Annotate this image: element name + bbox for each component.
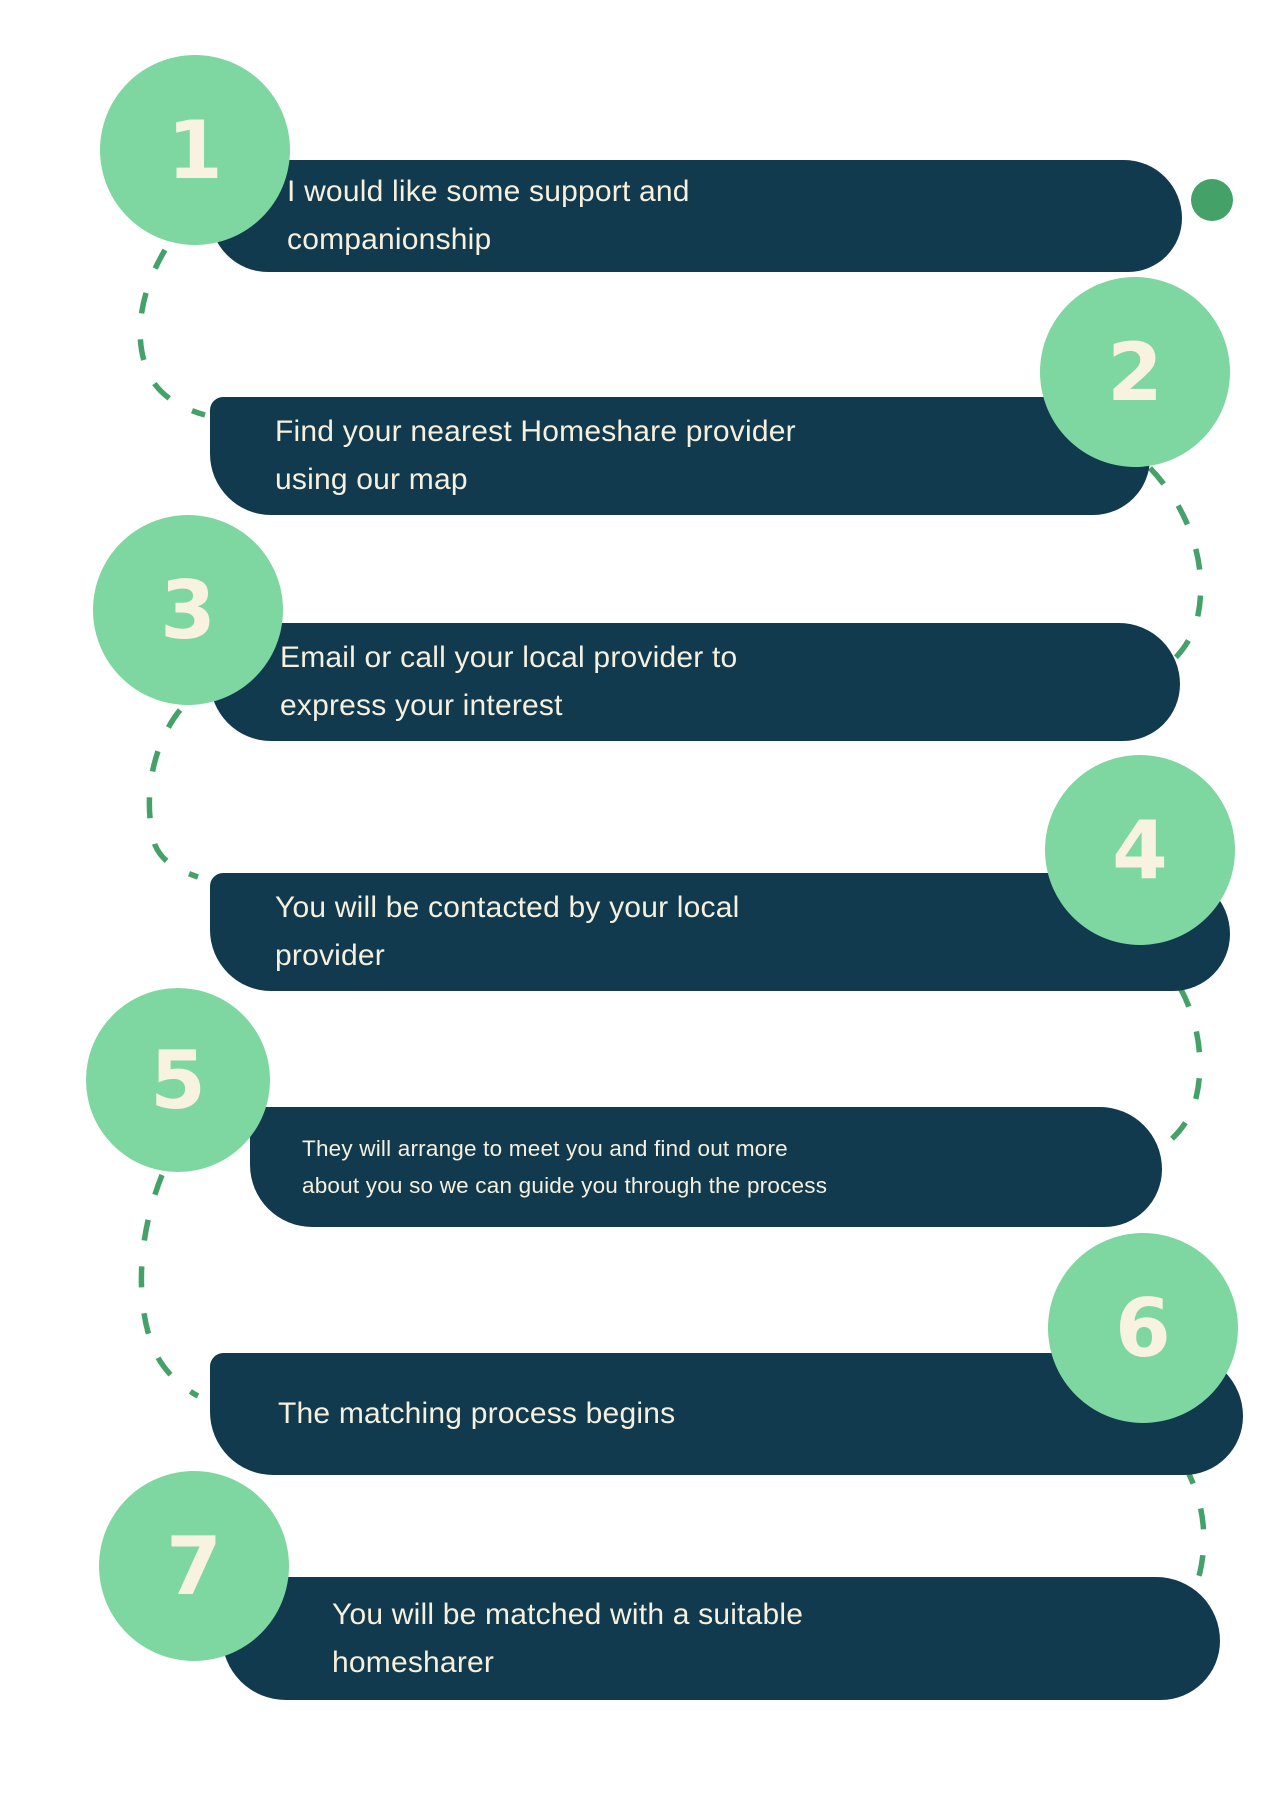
step-2-text-line-1: Find your nearest Homeshare provider xyxy=(275,415,796,448)
step-5-text-line-2: about you so we can guide you through th… xyxy=(302,1173,828,1198)
connector-end-dot xyxy=(1191,179,1233,221)
step-3-banner: Email or call your local provider to exp… xyxy=(210,623,1180,741)
step-7-text-line-2: homesharer xyxy=(332,1645,495,1679)
step-1-text-line-1: I would like some support and xyxy=(287,175,690,208)
connector-arc-2 xyxy=(137,248,206,418)
step-4-text-line-1: You will be contacted by your local xyxy=(275,891,740,924)
step-7-banner: You will be matched with a suitable home… xyxy=(222,1577,1220,1700)
step-4-banner: You will be contacted by your local prov… xyxy=(210,873,1230,991)
step-7-text-line-1: You will be matched with a suitable xyxy=(332,1597,804,1631)
step-6-number: 6 xyxy=(1115,1281,1171,1375)
step-2-number: 2 xyxy=(1107,325,1163,419)
step-3-number: 3 xyxy=(160,563,216,657)
step-5-text-line-1: They will arrange to meet you and find o… xyxy=(302,1136,788,1161)
step-5-number-badge: 5 xyxy=(86,988,270,1172)
step-4-number: 4 xyxy=(1112,803,1168,897)
step-1-banner: I would like some support and companions… xyxy=(210,160,1182,272)
step-2-text-line-2: using our map xyxy=(275,463,468,496)
step-1-text-line-2: companionship xyxy=(287,223,492,256)
step-3-number-badge: 3 xyxy=(93,515,283,705)
step-4-number-badge: 4 xyxy=(1045,755,1235,945)
step-5-number: 5 xyxy=(150,1033,206,1127)
step-3-text-line-1: Email or call your local provider to xyxy=(280,641,738,674)
step-1-number: 1 xyxy=(167,103,223,197)
step-2-number-badge: 2 xyxy=(1040,277,1230,467)
step-2-banner: Find your nearest Homeshare provider usi… xyxy=(210,397,1150,515)
step-3-text-line-2: express your interest xyxy=(280,689,563,722)
connector-arc-4 xyxy=(146,708,199,880)
step-6-text-line-1: The matching process begins xyxy=(278,1397,676,1430)
step-6-number-badge: 6 xyxy=(1048,1233,1238,1423)
step-4-text-line-2: provider xyxy=(275,939,385,972)
connector-arc-6 xyxy=(138,1173,200,1399)
step-5-banner: They will arrange to meet you and find o… xyxy=(250,1107,1162,1227)
step-1-number-badge: 1 xyxy=(100,55,290,245)
step-7-number: 7 xyxy=(166,1519,222,1613)
step-7-number-badge: 7 xyxy=(99,1471,289,1661)
